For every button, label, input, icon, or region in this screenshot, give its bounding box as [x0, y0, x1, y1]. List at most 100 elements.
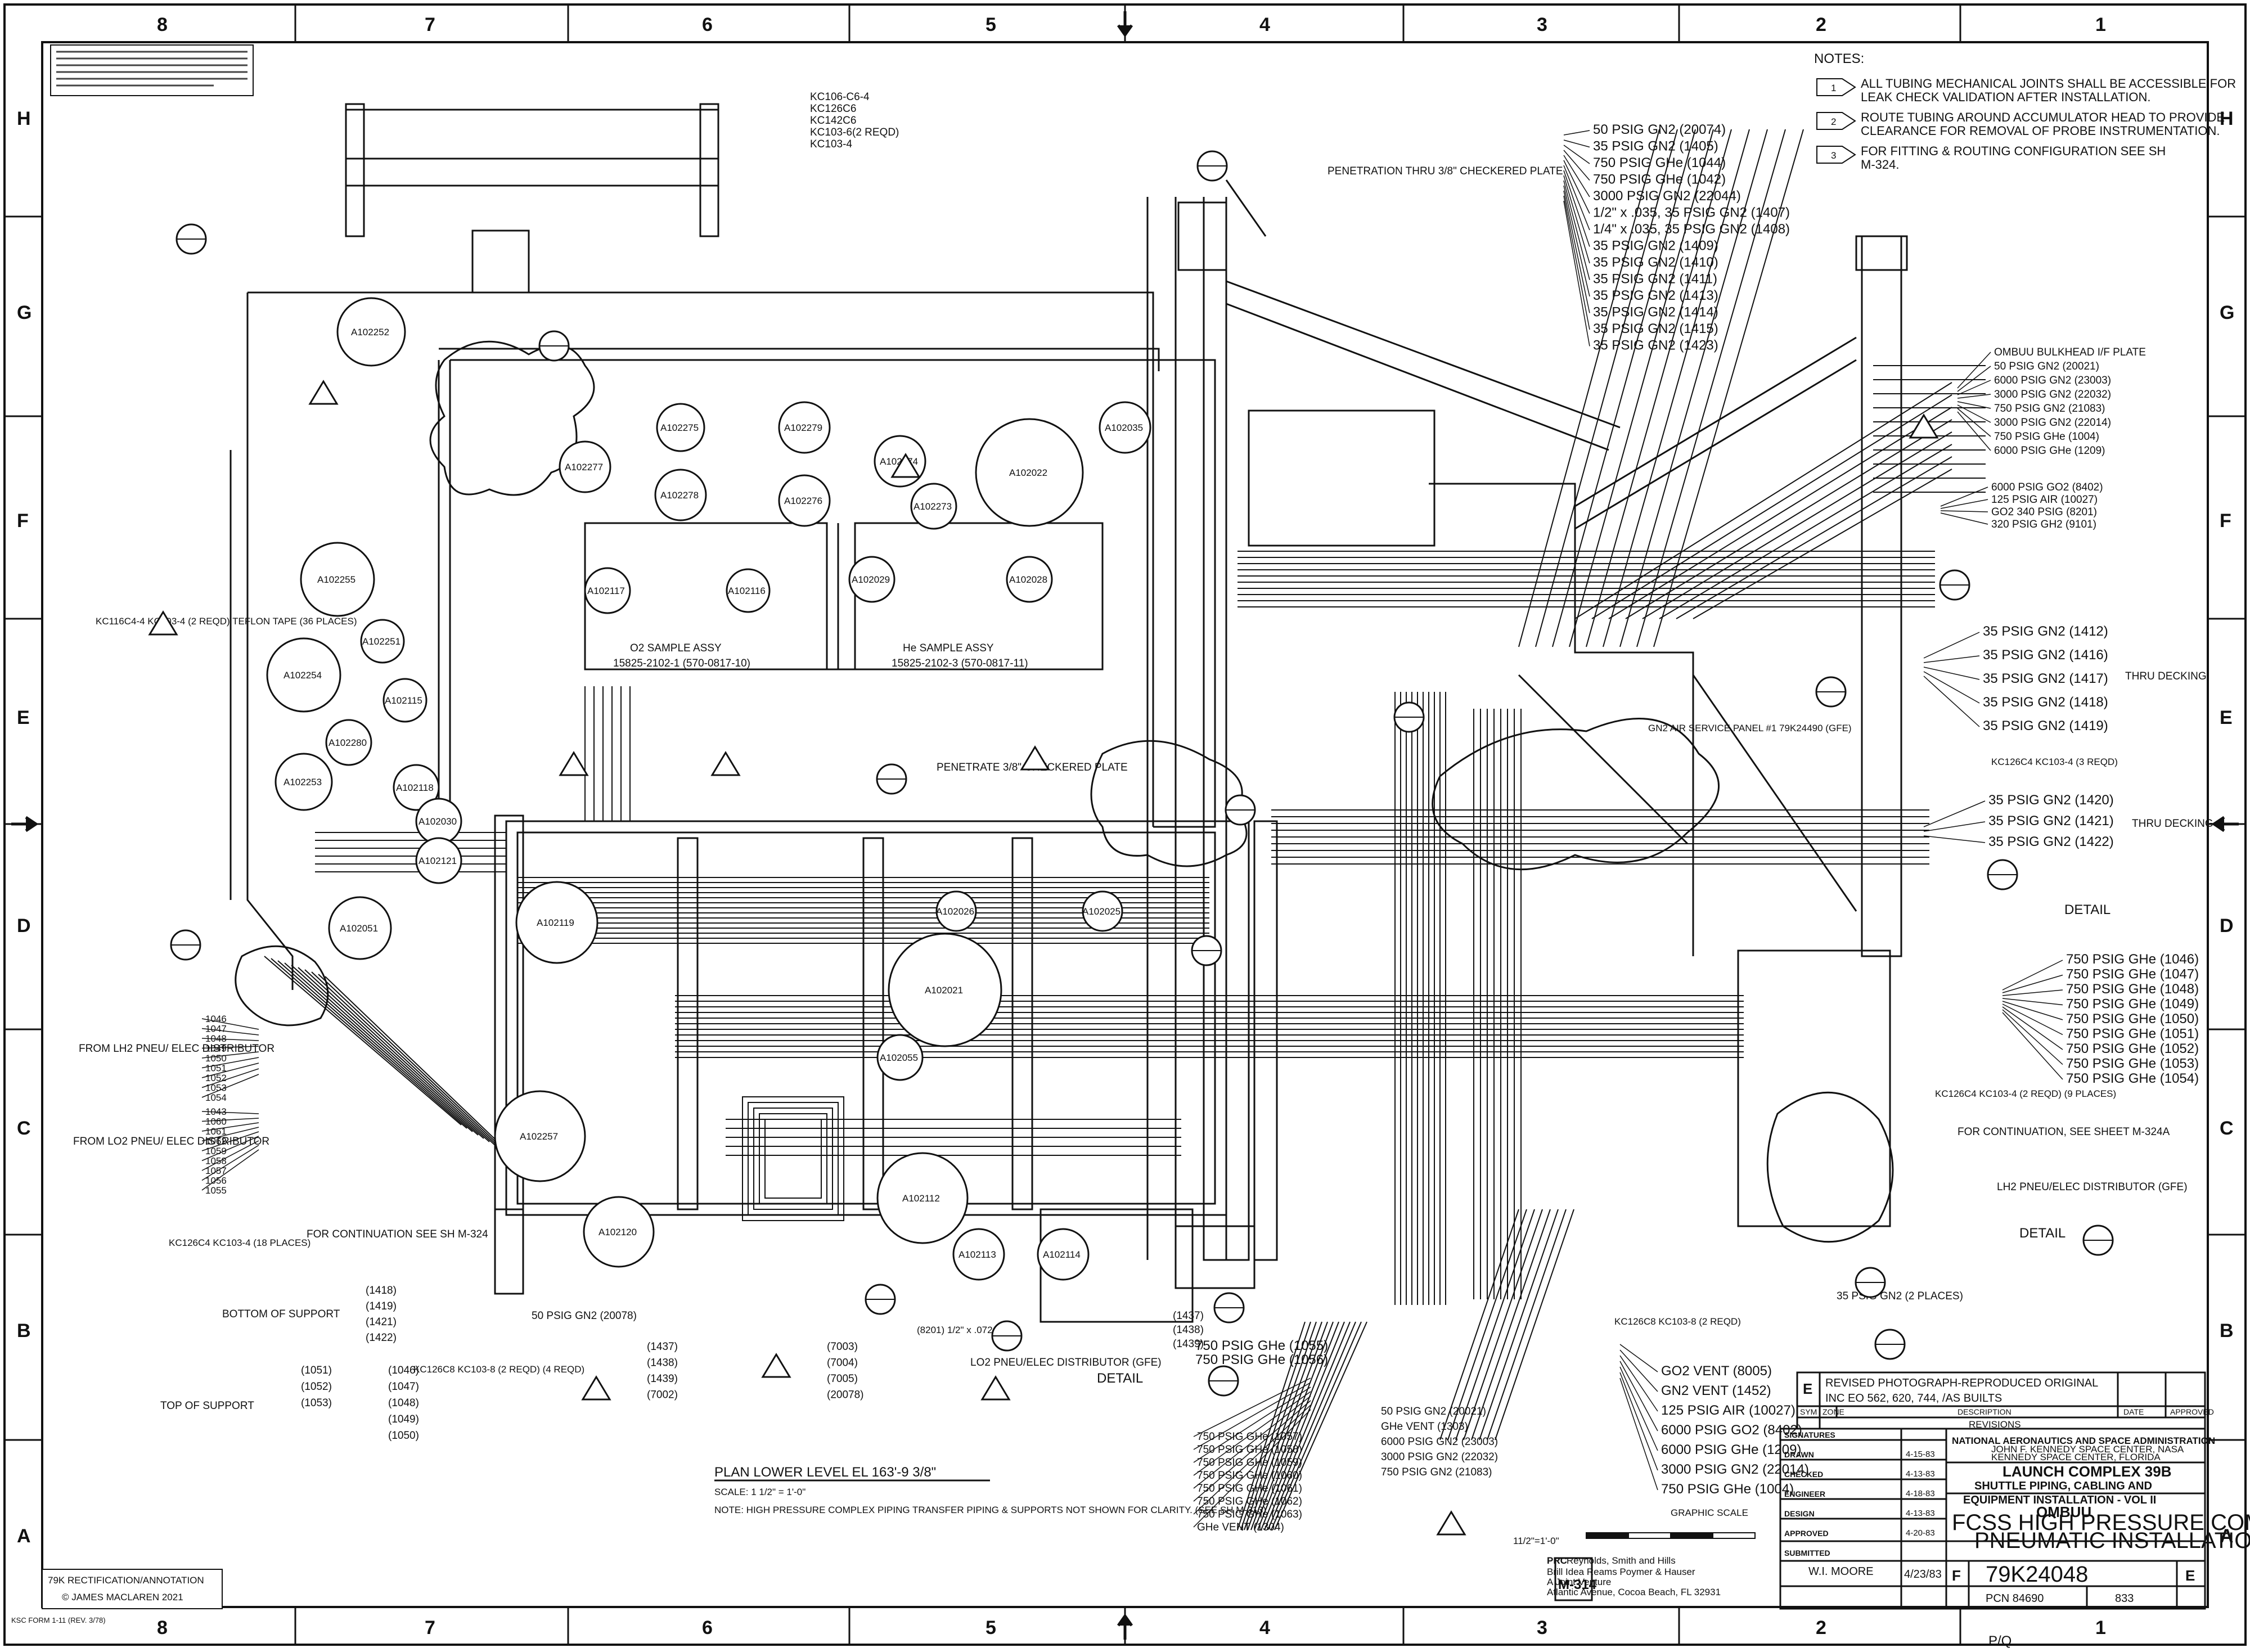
kc-c8-label: KC126C8 KC103-8 (2 REQD)	[1614, 1316, 1741, 1327]
callout-label: 750 PSIG GHe (1062)	[1197, 1496, 1302, 1507]
gn2-service-label: GN2 AIR SERVICE PANEL #1 79K24490 (GFE)	[1648, 723, 1852, 733]
sample-o2-label: O2 SAMPLE ASSY	[630, 642, 722, 654]
component-circle	[584, 567, 631, 614]
zone-number-bottom: 2	[1816, 1617, 1826, 1639]
callout-label: 6000 PSIG GO2 (8402)	[1661, 1423, 1802, 1438]
component-label: A102118	[396, 782, 434, 793]
revision-triangle	[761, 1353, 791, 1378]
title2: EQUIPMENT INSTALLATION - VOL II	[1963, 1494, 2156, 1506]
prc-line5: Atlantic Avenue, Cocoa Beach, FL 32931	[1547, 1587, 1721, 1597]
component-label: A102028	[1009, 574, 1047, 585]
thru-decking-2: 35 PSIG GN2 (1420)35 PSIG GN2 (1421)35 P…	[1923, 793, 2114, 849]
kc-bottom-label: KC126C8 KC103-8 (2 REQD) (4 REQD)	[413, 1364, 584, 1375]
callout-label: 35 PSIG GN2 (1405)	[1593, 139, 1718, 154]
component-circle	[328, 896, 392, 960]
callout-label: 750 PSIG GHe (1049)	[2066, 997, 2199, 1012]
callout-label: 750 PSIG GHe (1054)	[2066, 1071, 2199, 1086]
callout-label: 6000 PSIG GO2 (8402)	[1991, 481, 2103, 493]
callout-label: 35 PSIG GN2 (1414)	[1593, 305, 1718, 320]
component-circle	[415, 837, 462, 884]
callout-label: 750 PSIG GHe (1004)	[1994, 431, 2099, 443]
rev-header-cell: SYM	[1800, 1407, 1817, 1416]
component-label: A102279	[784, 422, 822, 433]
agency: NATIONAL AERONAUTICS AND SPACE ADMINISTR…	[1952, 1435, 2215, 1446]
callout-label: 1059	[205, 1146, 227, 1156]
callout-label: (7003)	[827, 1341, 858, 1353]
callout-label: 750 PSIG GHe (1042)	[1593, 172, 1726, 187]
revision-triangle	[1909, 413, 1939, 439]
bottom-support-nums: (1418)(1419)(1421)(1422)	[366, 1285, 397, 1344]
component-circle	[382, 678, 428, 723]
center-arrow-bottom	[1117, 1613, 1133, 1640]
callout-label: 35 PSIG GN2 (1411)	[1593, 272, 1717, 287]
component-label: A102029	[852, 574, 890, 585]
zone-number-bottom: 4	[1259, 1617, 1270, 1639]
callout-label: 750 PSIG GN2 (21083)	[1381, 1466, 1492, 1478]
note-flag	[1816, 146, 1856, 164]
gn2-35-label: 35 PSIG GN2 (2 PLACES)	[1837, 1290, 1963, 1302]
lo2-pneu-label: LO2 PNEU/ELEC DISTRIBUTOR (GFE)	[970, 1357, 1162, 1369]
component-circle	[952, 1228, 1005, 1281]
center-arrow-right	[2211, 816, 2239, 832]
component-circle	[778, 401, 831, 454]
note-text: ALL TUBING MECHANICAL JOINTS SHALL BE AC…	[1861, 76, 2236, 91]
title-block	[1779, 1428, 2206, 1610]
component-circle	[778, 474, 831, 527]
callout-label: GO2 340 PSIG (8201)	[1991, 506, 2097, 518]
component-label: A102275	[660, 422, 699, 433]
callout-label: (1439)	[1173, 1338, 1204, 1350]
component-circle	[325, 719, 372, 766]
callout-label: 750 PSIG GHe (1058)	[1197, 1444, 1302, 1456]
callout-label: 35 PSIG GN2 (1415)	[1593, 321, 1718, 336]
note-text: ROUTE TUBING AROUND ACCUMULATOR HEAD TO …	[1861, 110, 2225, 124]
top-support-nums-a: (1051)(1052)(1053)	[301, 1365, 332, 1409]
component-label: A102116	[728, 586, 766, 596]
revision-triangle	[1436, 1510, 1466, 1536]
callout-label: 750 PSIG GN2 (21083)	[1994, 403, 2105, 415]
callout-label: 3000 PSIG GN2 (22044)	[1593, 188, 1741, 204]
maclaren-line1: 79K RECTIFICATION/ANNOTATION	[48, 1575, 204, 1586]
fcss2: PNEUMATIC INSTALLATION	[1974, 1528, 2250, 1553]
component-label: A102277	[565, 462, 603, 472]
revision-triangle	[1020, 745, 1050, 771]
revisions-label: REVISIONS	[1969, 1419, 2021, 1430]
callout-label: KC103-6(2 REQD)	[810, 127, 899, 138]
component-label: A102252	[351, 327, 389, 337]
component-circle	[360, 619, 405, 664]
callout-label: KC106-C6-4	[810, 91, 870, 103]
ghe-right-callouts: 750 PSIG GHe (1046)750 PSIG GHe (1047)75…	[2002, 952, 2199, 1086]
ombuu: OMBUU	[2036, 1504, 2091, 1520]
callout-label: 1/4" x .035, 35 PSIG GN2 (1408)	[1593, 222, 1790, 237]
callout-label: 125 PSIG AIR (10027)	[1661, 1403, 1796, 1418]
callout-label: (1418)	[366, 1285, 397, 1297]
agency3: KENNEDY SPACE CENTER, FLORIDA	[1991, 1452, 2161, 1462]
callout-label: (1047)	[388, 1381, 419, 1393]
rev-desc2: INC EO 562, 620, 744, /AS BUILTS	[1825, 1392, 2002, 1405]
callout-label: (1050)	[388, 1430, 419, 1442]
component-label: A102121	[418, 856, 457, 866]
detail-b-label: DETAIL	[2019, 1226, 2066, 1241]
zone-letter-right: A	[2220, 1525, 2234, 1547]
zone-letter-left: D	[17, 915, 31, 937]
component-label: A102254	[284, 670, 322, 681]
component-circle	[726, 568, 771, 613]
callout-label: (1053)	[301, 1397, 332, 1409]
callout-label: KC103-4	[810, 138, 852, 150]
component-circle	[494, 1090, 586, 1182]
rev-header-cell: APPROVED	[2170, 1407, 2214, 1416]
lo2-nums: 104310601061106210591058105710561055	[201, 1106, 259, 1196]
maclaren-box: 79K RECTIFICATION/ANNOTATION © JAMES MAC…	[42, 1569, 223, 1609]
component-circle	[848, 556, 896, 603]
component-circle	[656, 403, 705, 452]
component-label: A102035	[1105, 422, 1143, 433]
component-label: A102257	[520, 1131, 558, 1142]
continuation-left-label: FOR CONTINUATION SEE SH M-324	[307, 1228, 488, 1240]
zone-number-top: 1	[2095, 14, 2106, 35]
prc-block: PRC Reynolds, Smith and Hills Brill Idea…	[1547, 1555, 1721, 1597]
ksc-form: KSC FORM 1-11 (REV. 3/78)	[11, 1616, 106, 1624]
component-circle	[583, 1196, 655, 1268]
callout-label: 3000 PSIG GN2 (22014)	[1994, 417, 2111, 429]
zone-number-top: 4	[1259, 14, 1270, 35]
callout-label: (1437)	[647, 1341, 678, 1353]
